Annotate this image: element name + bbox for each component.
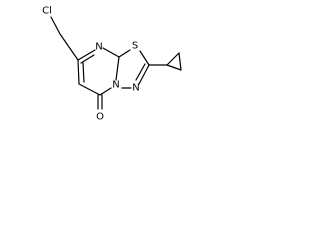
- bond-s-c2: [139, 50, 150, 66]
- atom-label-chlorine: Cl: [42, 6, 52, 17]
- bond-c8a-n4: [115, 56, 120, 81]
- atom-label-carbonyl-oxygen: O: [96, 112, 104, 123]
- bond-cyclopropyl-b: [178, 52, 182, 71]
- bond-c6-c7: [77, 59, 80, 85]
- bond-n8-c8a: [102, 47, 120, 58]
- atom-label-ring-nitrogen-right: N: [132, 83, 139, 94]
- chemical-structure: Cl N S N N O: [42, 6, 182, 123]
- atom-label-sulfur: S: [132, 41, 138, 52]
- bond-c2-n3-double: [135, 63, 146, 81]
- bond-c6-c7-double: [82, 62, 85, 83]
- bond-n4-c5: [99, 87, 112, 96]
- bond-c7-n8-double: [80, 54, 95, 64]
- bond-cyclopropyl-c: [166, 64, 182, 71]
- atom-label-ring-nitrogen-top: N: [95, 42, 102, 53]
- bond-c5-c6: [78, 83, 101, 96]
- bond-cyclopropyl-a: [166, 52, 180, 66]
- bond-c2-n3: [138, 64, 150, 85]
- bond-cl-ch2: [50, 16, 61, 35]
- bond-c7-n8: [77, 49, 96, 61]
- atom-label-ring-nitrogen-bridge: N: [112, 80, 119, 91]
- bond-c8a-s: [118, 49, 131, 58]
- bond-ch2-c7: [59, 33, 79, 61]
